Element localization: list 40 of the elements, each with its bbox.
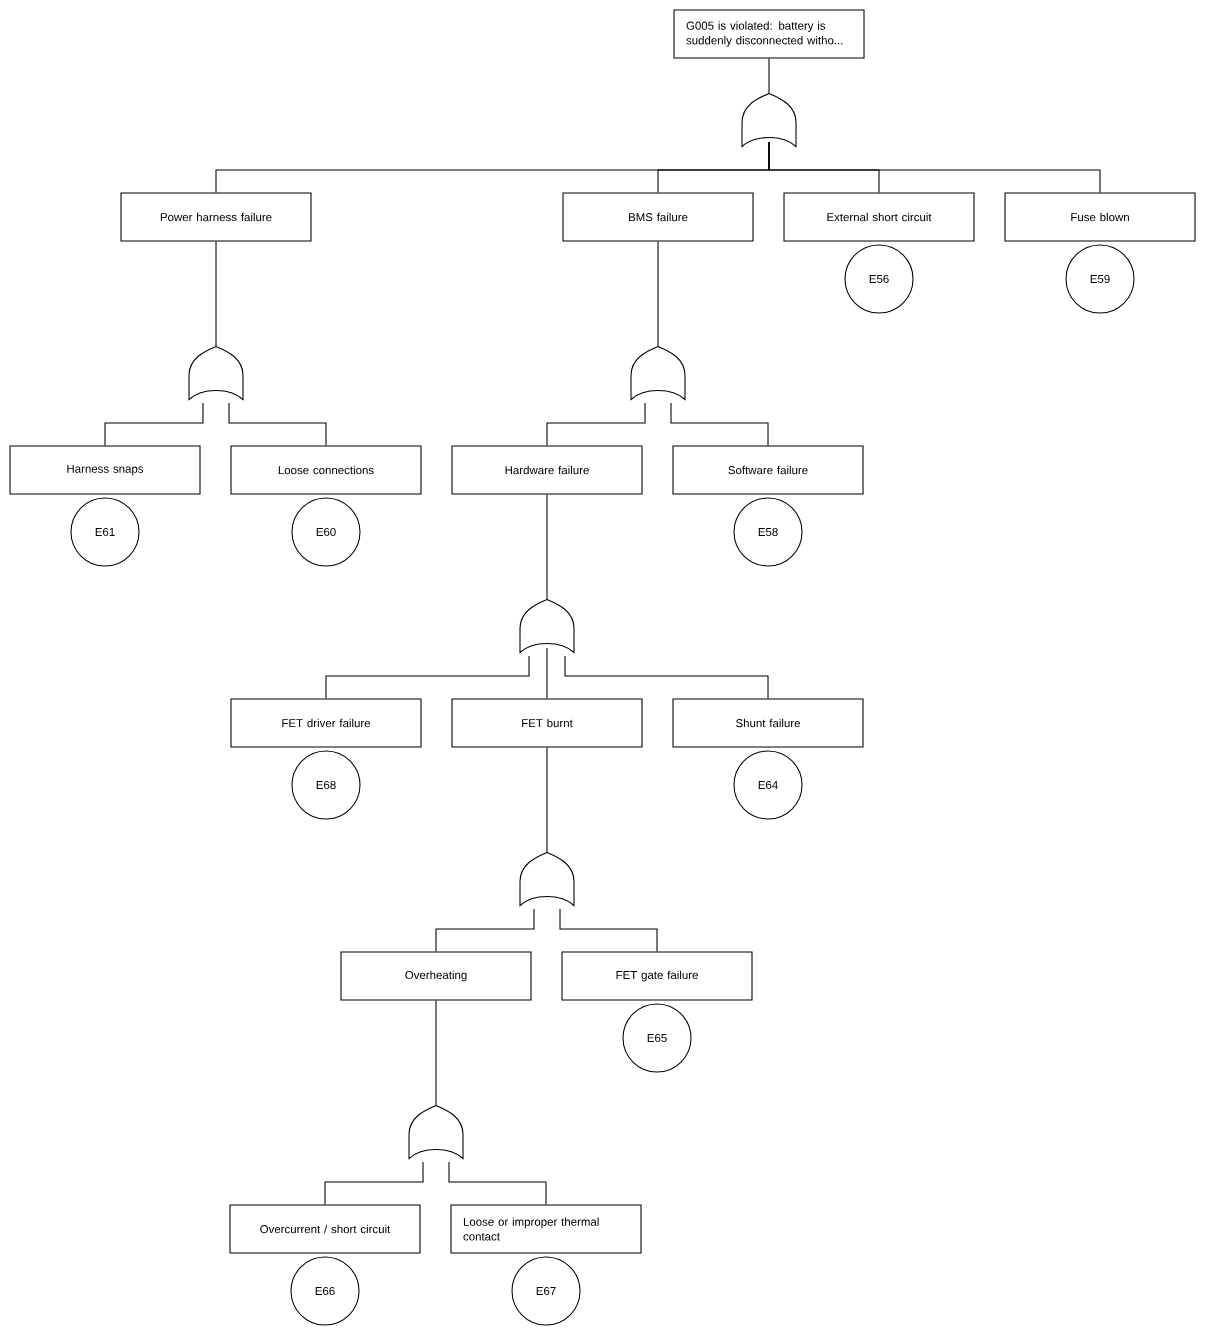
connector [546,494,548,600]
event-box: FET gate failure [561,951,753,1001]
event-box: Hardware failure [451,445,643,495]
event-box: External short circuit [783,192,975,242]
connector [104,402,204,446]
connector [546,402,646,446]
event-box: Shunt failure [672,698,864,748]
connector [546,747,548,853]
event-box: Software failure [672,445,864,495]
connector [228,402,327,446]
event-box: Loose connections [230,445,422,495]
or-gate [741,92,797,148]
connector [324,1161,424,1205]
or-gate [519,851,575,907]
connector [657,241,659,347]
connector [435,908,535,952]
connector [670,402,769,446]
event-box: Harness snaps [9,445,201,495]
event-box: BMS failure [562,192,754,242]
event-box: Fuse blown [1004,192,1196,242]
or-gate [408,1104,464,1160]
or-gate [630,345,686,401]
connector [546,647,548,699]
connector [215,241,217,347]
connector [768,141,1101,193]
event-box: G005 is violated: battery is suddenly disconnected witho... [673,9,865,59]
event-box: Overcurrent / short circuit [229,1204,421,1254]
connector [448,1161,547,1205]
event-box: Power harness failure [120,192,312,242]
connector [768,58,770,94]
connector [325,655,530,699]
or-gate [519,598,575,654]
connector [564,655,769,699]
connector [435,1000,437,1106]
or-gate [188,345,244,401]
event-box: Overheating [340,951,532,1001]
event-box: FET burnt [451,698,643,748]
connector [559,908,658,952]
event-box: Loose or improper thermal contact [450,1204,642,1254]
event-box: FET driver failure [230,698,422,748]
